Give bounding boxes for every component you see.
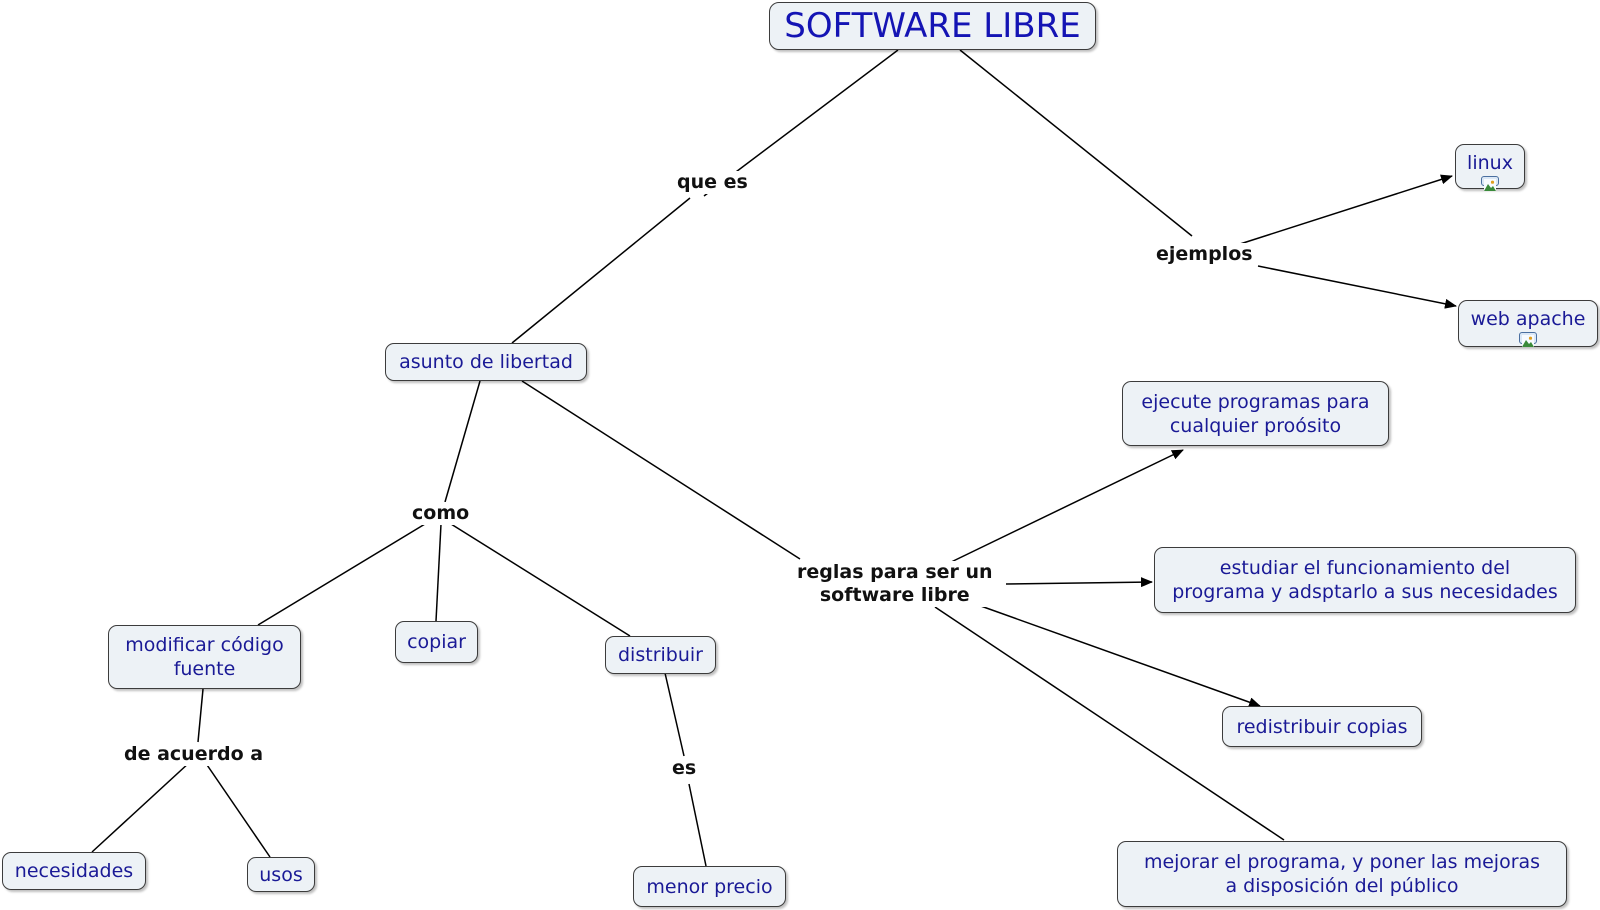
edge-de-acuerdo-usos: [204, 761, 271, 858]
concept-asunto-de-libertad[interactable]: asunto de libertad: [385, 343, 587, 381]
link-como: como: [408, 502, 474, 525]
concept-ejecute-programas[interactable]: ejecute programas para cualquier proósit…: [1122, 381, 1389, 446]
edge-reglas-estudiar: [1005, 577, 1153, 588]
edge-ejemplos-linux: [1239, 174, 1453, 245]
edge-asunto-reglas: [521, 380, 801, 560]
concept-linux[interactable]: linux: [1455, 144, 1525, 191]
concept-web-apache[interactable]: web apache: [1458, 300, 1598, 347]
link-reglas-para-ser: reglas para ser un software libre: [793, 561, 997, 607]
link-de-acuerdo-a: de acuerdo a: [120, 743, 268, 766]
concept-mejorar-programa[interactable]: mejorar el programa, y poner las mejoras…: [1117, 841, 1567, 907]
edge-reglas-ejecute: [944, 449, 1184, 566]
concept-web-apache-label: web apache: [1470, 308, 1586, 330]
edge-asunto-como: [444, 380, 481, 503]
image-icon[interactable]: [1481, 176, 1499, 191]
edge-distribuir-es: [664, 672, 685, 757]
concept-modificar-codigo-fuente[interactable]: modificar código fuente: [108, 625, 301, 689]
edge-ejemplos-apache: [1257, 265, 1457, 309]
edge-es-precio: [688, 783, 707, 867]
link-es: es: [668, 757, 701, 780]
edge-como-modificar: [257, 523, 426, 626]
concept-usos[interactable]: usos: [247, 857, 315, 892]
image-icon[interactable]: [1519, 332, 1537, 347]
link-que-es: que es: [673, 171, 752, 194]
edge-reglas-redistribuir: [977, 604, 1261, 707]
concept-necesidades[interactable]: necesidades: [2, 852, 146, 890]
concept-redistribuir-copias[interactable]: redistribuir copias: [1222, 706, 1422, 747]
link-ejemplos: ejemplos: [1152, 243, 1257, 266]
edge-modificar-de-acuerdo: [197, 688, 204, 743]
concept-estudiar-funcionamiento[interactable]: estudiar el funcionamiento del programa …: [1154, 547, 1576, 613]
concept-copiar[interactable]: copiar: [395, 621, 478, 663]
concept-distribuir[interactable]: distribuir: [605, 636, 716, 674]
edge-de-acuerdo-necesidades: [91, 761, 191, 853]
concept-menor-precio[interactable]: menor precio: [633, 866, 786, 907]
edge-reglas-mejorar: [934, 606, 1285, 841]
edge-que-es-asunto: [511, 197, 691, 344]
edge-como-distribuir: [450, 523, 631, 637]
concept-linux-label: linux: [1467, 152, 1513, 174]
edge-como-copiar: [435, 523, 442, 622]
root-concept-software-libre[interactable]: SOFTWARE LIBRE: [769, 2, 1096, 50]
edge-root-ejemplos: [959, 49, 1193, 237]
